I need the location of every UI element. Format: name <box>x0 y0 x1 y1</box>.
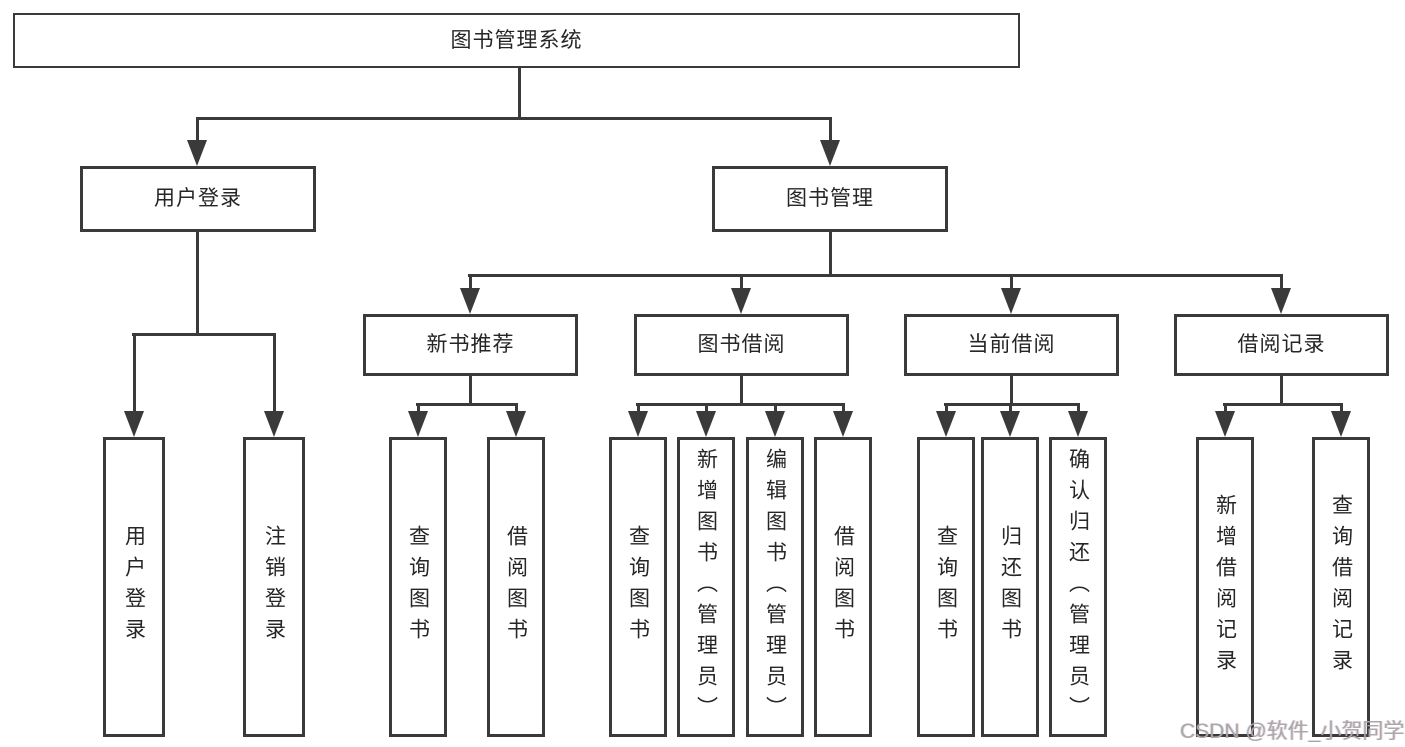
hline <box>636 403 845 406</box>
vline <box>196 232 199 336</box>
node-label: 确认归还（管理员） <box>1066 447 1090 727</box>
vline <box>515 403 518 416</box>
arrow-down-icon <box>1331 411 1351 437</box>
node-label: 新书推荐 <box>426 333 515 357</box>
arrow-down-icon <box>408 411 428 437</box>
leaf-record-query: 查询借阅记录 <box>1312 437 1370 737</box>
node-label: 查询图书 <box>626 525 650 649</box>
node-new-book-recommend: 新书推荐 <box>363 314 578 376</box>
vline <box>1224 403 1227 416</box>
arrow-down-icon <box>1215 411 1235 437</box>
node-label: 借阅记录 <box>1237 333 1326 357</box>
vline <box>1010 376 1013 406</box>
arrow-down-icon <box>731 288 751 314</box>
arrow-down-icon <box>1068 411 1088 437</box>
leaf-borrow-add-book-admin: 新增图书（管理员） <box>677 437 735 737</box>
vline <box>637 403 640 416</box>
vline <box>196 117 199 145</box>
leaf-borrow-edit-book-admin: 编辑图书（管理员） <box>746 437 804 737</box>
leaf-borrow-borrow-book: 借阅图书 <box>814 437 872 737</box>
arrow-down-icon <box>1000 411 1020 437</box>
vline <box>1280 274 1283 292</box>
leaf-record-add: 新增借阅记录 <box>1196 437 1254 737</box>
node-label: 图书借阅 <box>697 333 786 357</box>
node-label: 图书管理系统 <box>450 28 583 52</box>
node-book-borrow: 图书借阅 <box>634 314 849 376</box>
node-label: 查询借阅记录 <box>1329 494 1353 680</box>
vline <box>133 333 136 415</box>
arrow-down-icon <box>124 411 144 437</box>
vline <box>469 376 472 406</box>
arrow-down-icon <box>628 411 648 437</box>
arrow-down-icon <box>696 411 716 437</box>
arrow-down-icon <box>1271 288 1291 314</box>
node-borrow-record: 借阅记录 <box>1174 314 1389 376</box>
node-label: 用户登录 <box>154 187 242 211</box>
node-label: 编辑图书（管理员） <box>763 447 787 727</box>
vline <box>705 403 708 416</box>
hline <box>944 403 1080 406</box>
vline <box>945 403 948 416</box>
leaf-user-login: 用户登录 <box>103 437 165 737</box>
vline <box>1077 403 1080 416</box>
node-label: 归还图书 <box>998 525 1022 649</box>
node-user-login: 用户登录 <box>80 166 316 232</box>
hline <box>196 117 832 120</box>
arrow-down-icon <box>833 411 853 437</box>
arrow-down-icon <box>264 411 284 437</box>
vline <box>469 274 472 292</box>
arrow-down-icon <box>187 140 207 166</box>
leaf-borrow-query-book: 查询图书 <box>609 437 667 737</box>
arrow-down-icon <box>506 411 526 437</box>
hline <box>132 333 275 336</box>
vline <box>273 333 276 415</box>
leaf-newbook-query-book: 查询图书 <box>389 437 447 737</box>
node-label: 图书管理 <box>786 187 874 211</box>
arrow-down-icon <box>820 140 840 166</box>
node-library-management-system: 图书管理系统 <box>13 13 1020 68</box>
vline <box>829 117 832 145</box>
vline <box>1009 403 1012 416</box>
node-label: 借阅图书 <box>504 525 528 649</box>
vline <box>740 274 743 292</box>
csdn-watermark: CSDN @软件_小贺同学 <box>1180 720 1405 743</box>
leaf-newbook-borrow-book: 借阅图书 <box>487 437 545 737</box>
node-current-borrow: 当前借阅 <box>904 314 1119 376</box>
vline <box>774 403 777 416</box>
vline <box>1010 274 1013 292</box>
hline <box>1223 403 1343 406</box>
vline <box>829 232 832 277</box>
vline <box>1280 376 1283 406</box>
node-label: 注销登录 <box>262 525 286 649</box>
node-label: 新增借阅记录 <box>1213 494 1237 680</box>
hline <box>416 403 518 406</box>
vline <box>417 403 420 416</box>
arrow-down-icon <box>1001 288 1021 314</box>
node-book-management: 图书管理 <box>712 166 948 232</box>
vline <box>740 376 743 406</box>
node-label: 新增图书（管理员） <box>694 447 718 727</box>
leaf-logout: 注销登录 <box>243 437 305 737</box>
vline <box>842 403 845 416</box>
leaf-current-return-book: 归还图书 <box>981 437 1039 737</box>
arrow-down-icon <box>936 411 956 437</box>
node-label: 当前借阅 <box>967 333 1056 357</box>
node-label: 查询图书 <box>406 525 430 649</box>
node-label: 查询图书 <box>934 525 958 649</box>
node-label: 用户登录 <box>122 525 146 649</box>
vline <box>518 67 521 119</box>
node-label: 借阅图书 <box>831 525 855 649</box>
leaf-current-confirm-return-admin: 确认归还（管理员） <box>1049 437 1107 737</box>
hline <box>468 274 1283 277</box>
vline <box>1340 403 1343 416</box>
arrow-down-icon <box>460 288 480 314</box>
arrow-down-icon <box>765 411 785 437</box>
leaf-current-query-book: 查询图书 <box>917 437 975 737</box>
